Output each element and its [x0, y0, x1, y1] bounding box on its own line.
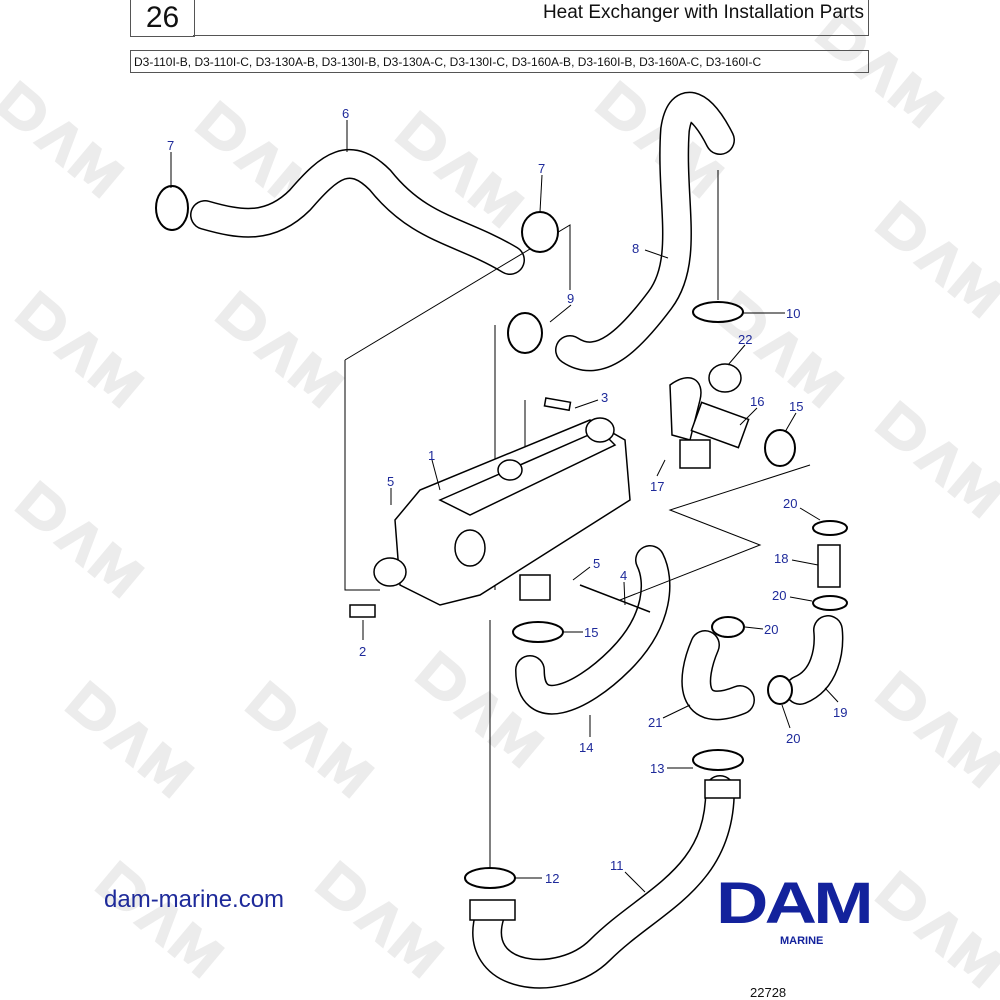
callout-18: 18: [774, 551, 788, 566]
callout-15: 15: [584, 625, 598, 640]
callout-20: 20: [786, 731, 800, 746]
callout-12: 12: [545, 871, 559, 886]
watermark-logo: [0, 80, 125, 199]
callout-8: 8: [632, 241, 639, 256]
dam-logo: DAM: [716, 871, 874, 936]
callout-10: 10: [786, 306, 800, 321]
watermark-logo: [874, 400, 1000, 519]
callout-5: 5: [593, 556, 600, 571]
callout-2: 2: [359, 644, 366, 659]
hose-6-inner: [191, 150, 524, 274]
callout-5: 5: [387, 474, 394, 489]
callout-numbers: 6 7 7 8 9 10 22 3 16 15 1 5 17 20 18 5 4…: [167, 106, 847, 886]
callout-22: 22: [738, 332, 752, 347]
callout-21: 21: [648, 715, 662, 730]
hose-8-inner: [556, 93, 734, 370]
logo-subtitle: MARINE: [780, 935, 824, 947]
callout-15: 15: [789, 399, 803, 414]
watermark-logo: [14, 480, 145, 599]
watermark-logo: [874, 670, 1000, 789]
section-number: 26: [130, 0, 195, 37]
callout-1: 1: [428, 448, 435, 463]
watermark-logo: [94, 860, 225, 979]
callout-20: 20: [772, 588, 786, 603]
hose-21-inner: [682, 631, 754, 719]
page-title: Heat Exchanger with Installation Parts: [193, 0, 869, 36]
callout-20: 20: [783, 496, 797, 511]
callout-13: 13: [650, 761, 664, 776]
callout-7: 7: [167, 138, 174, 153]
callout-3: 3: [601, 390, 608, 405]
watermark-logo: [14, 290, 145, 409]
watermark-logo: [64, 680, 195, 799]
figure-number: 22728: [750, 985, 787, 1000]
hose-19-inner: [786, 616, 842, 704]
callout-6: 6: [342, 106, 349, 121]
watermark-logo: [244, 680, 375, 799]
callout-14: 14: [579, 740, 593, 755]
watermark-logo: [214, 290, 345, 409]
watermark-logo: [874, 200, 1000, 319]
hoses: [190, 91, 844, 989]
watermark-logo: [314, 860, 445, 979]
watermark-logo: [874, 870, 1000, 989]
callout-17: 17: [650, 479, 664, 494]
model-list: D3-110I-B, D3-110I-C, D3-130A-B, D3-130I…: [130, 50, 869, 73]
callout-20: 20: [764, 622, 778, 637]
callout-19: 19: [833, 705, 847, 720]
hose-11-inner: [473, 776, 734, 988]
fittings: [349, 363, 841, 921]
leader-lines: [170, 120, 839, 893]
callout-11: 11: [610, 858, 624, 873]
website-link[interactable]: dam-marine.com: [104, 886, 285, 913]
callout-9: 9: [567, 291, 574, 306]
hose-clamps: [155, 185, 848, 889]
callout-7: 7: [538, 161, 545, 176]
callout-4: 4: [620, 568, 627, 583]
callout-16: 16: [750, 394, 764, 409]
heat-exchanger: [373, 417, 631, 606]
